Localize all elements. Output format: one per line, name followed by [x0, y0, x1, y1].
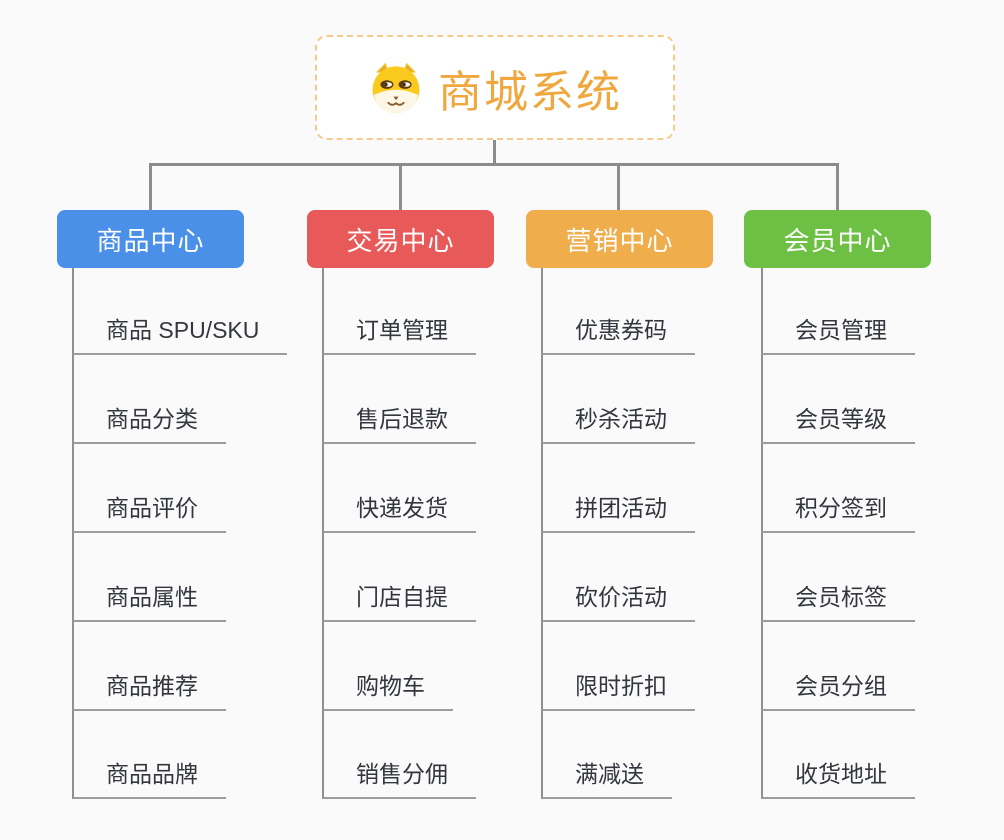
subtopic[interactable]: 门店自提	[323, 582, 476, 622]
subtopic[interactable]: 商品品牌	[73, 759, 226, 799]
subtopic[interactable]: 收货地址	[762, 759, 915, 799]
subtopic[interactable]: 会员管理	[762, 315, 915, 355]
subtopic[interactable]: 商品分类	[73, 404, 226, 444]
trunk-product-center	[72, 268, 74, 799]
root-title: 商城系统	[438, 67, 622, 117]
subtopic[interactable]: 快递发货	[323, 493, 476, 533]
trunk-marketing-center	[541, 268, 543, 799]
subtopic[interactable]: 订单管理	[323, 315, 476, 355]
subtopic[interactable]: 商品推荐	[73, 671, 226, 711]
connector-drop-trade	[399, 163, 402, 211]
connector-drop-marketing	[617, 163, 620, 211]
subtopic[interactable]: 会员分组	[762, 671, 915, 711]
branch-trade-center[interactable]: 交易中心	[307, 210, 494, 268]
trunk-member-center	[761, 268, 763, 799]
subtopic[interactable]: 秒杀活动	[542, 404, 695, 444]
connector-bus	[149, 163, 839, 166]
subtopic[interactable]: 售后退款	[323, 404, 476, 444]
subtopic[interactable]: 会员标签	[762, 582, 915, 622]
connector-drop-product	[149, 163, 152, 211]
subtopic[interactable]: 商品属性	[73, 582, 226, 622]
subtopic[interactable]: 购物车	[323, 671, 453, 711]
root-node[interactable]: 商城系统	[315, 35, 675, 140]
subtopic[interactable]: 会员等级	[762, 404, 915, 444]
subtopic[interactable]: 商品 SPU/SKU	[73, 315, 288, 355]
subtopic[interactable]: 限时折扣	[542, 671, 695, 711]
branch-title: 会员中心	[783, 225, 892, 256]
branch-title: 营销中心	[565, 225, 674, 256]
connector-drop-member	[836, 163, 839, 211]
subtopic[interactable]: 积分签到	[762, 493, 915, 533]
subtopic[interactable]: 商品评价	[73, 493, 226, 533]
trunk-trade-center	[322, 268, 324, 799]
branch-member-center[interactable]: 会员中心	[744, 210, 931, 268]
branch-marketing-center[interactable]: 营销中心	[526, 210, 713, 268]
dog-icon	[368, 62, 424, 114]
branch-product-center[interactable]: 商品中心	[57, 210, 244, 268]
subtopic[interactable]: 优惠券码	[542, 315, 695, 355]
branch-title: 商品中心	[96, 225, 205, 256]
subtopic[interactable]: 拼团活动	[542, 493, 695, 533]
subtopic[interactable]: 销售分佣	[323, 759, 476, 799]
branch-title: 交易中心	[346, 225, 455, 256]
connector-root-stub	[493, 140, 496, 166]
subtopic[interactable]: 满减送	[542, 759, 672, 799]
subtopic[interactable]: 砍价活动	[542, 582, 695, 622]
